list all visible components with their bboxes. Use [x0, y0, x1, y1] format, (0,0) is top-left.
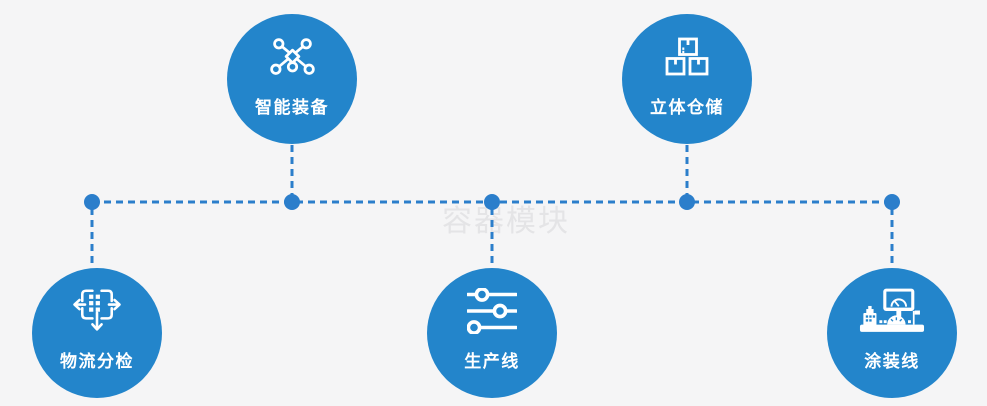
- node-label: 物流分检: [60, 352, 134, 371]
- machine-monitor-icon: [859, 288, 925, 332]
- node-logistics-sorting: 物流分检: [32, 268, 162, 398]
- stacked-boxes-icon: [665, 37, 709, 76]
- node-label: 生产线: [464, 352, 520, 371]
- node-smart-equipment: 智能装备: [227, 14, 357, 144]
- node-coating-line: 涂装线: [827, 268, 957, 398]
- junction-dot: [884, 194, 900, 210]
- junction-dot: [484, 194, 500, 210]
- junction-dot: [679, 194, 695, 210]
- sorting-distribute-icon: [73, 289, 121, 331]
- node-label: 智能装备: [255, 98, 329, 117]
- network-nodes-icon: [269, 38, 315, 75]
- sliders-icon: [467, 288, 517, 334]
- node-label: 涂装线: [864, 352, 920, 371]
- watermark-text: 容器模块: [442, 205, 570, 238]
- node-warehouse: 立体仓储: [622, 14, 752, 144]
- junction-dot: [284, 194, 300, 210]
- node-production-line: 生产线: [427, 268, 557, 398]
- node-label: 立体仓储: [650, 98, 724, 117]
- junction-dot: [84, 194, 100, 210]
